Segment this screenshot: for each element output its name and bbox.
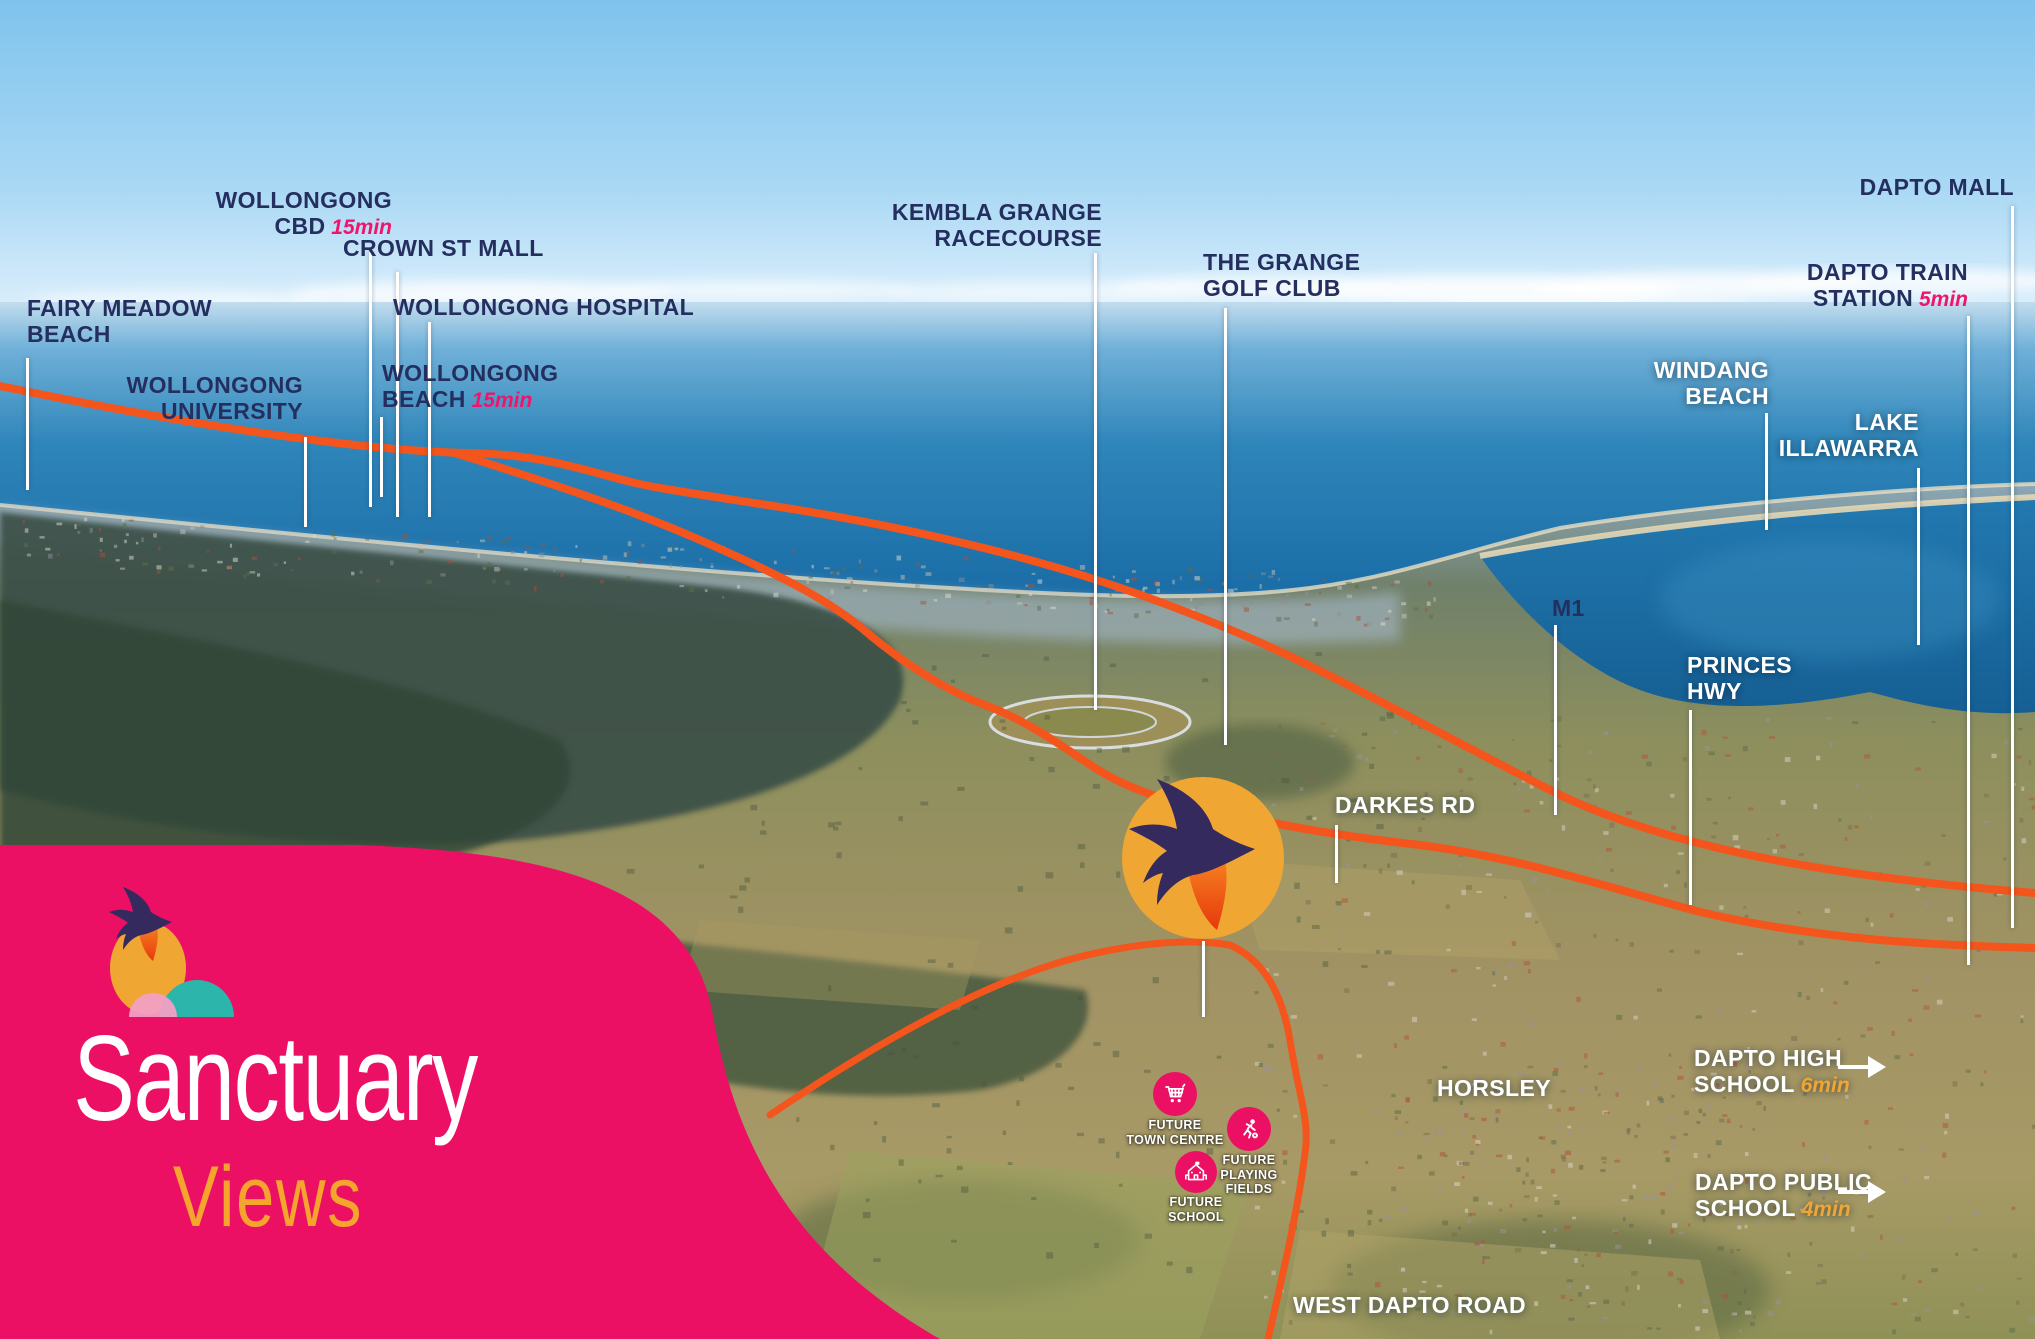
sanctuary-views-site — [1122, 777, 1284, 939]
leader-line-wollongong-cbd — [368, 252, 372, 507]
leader-line-the-grange-golf-club — [1223, 308, 1227, 745]
suburb-texture — [22, 517, 2035, 1335]
label-darkes-rd: DARKES RD — [1335, 792, 1476, 818]
leader-line-princes-hwy — [1688, 710, 1692, 905]
future-playing-fields — [1227, 1107, 1271, 1151]
brand-panel — [0, 845, 940, 1339]
field — [680, 920, 980, 1010]
leader-line-fairy-meadow-beach — [25, 358, 29, 490]
label-horsley: HORSLEY — [1437, 1075, 1551, 1101]
logo-pink-dome — [129, 993, 177, 1017]
label-m1: M1 — [1552, 595, 1585, 621]
future-town-centre — [1153, 1072, 1197, 1116]
travel-time: 6min — [1794, 1074, 1850, 1097]
foothill-forest — [0, 600, 571, 877]
logo-teal-dome — [160, 980, 234, 1017]
coastal-city-haze — [0, 508, 1400, 644]
leader-line-wollongong-university — [303, 437, 307, 527]
label-crown-st-mall: CROWN ST MALL — [343, 235, 544, 261]
logo-sun-circle — [110, 922, 186, 1014]
leader-line-dapto-train-station — [1966, 316, 1970, 965]
travel-time: 15min — [465, 389, 533, 412]
school-building-icon — [1185, 1161, 1207, 1181]
label-dapto-mall: DAPTO MALL — [1859, 174, 2014, 200]
road-m1-motorway — [0, 382, 2035, 897]
brand-subtitle: Views — [172, 1149, 364, 1245]
label-wollongong-hospital: WOLLONGONG HOSPITAL — [393, 294, 695, 320]
leader-line-m1 — [1553, 625, 1557, 815]
field — [800, 1150, 1250, 1339]
brand-title: Sanctuary — [73, 1010, 478, 1146]
road-west-dapto — [766, 938, 1310, 1339]
future-school — [1175, 1151, 1217, 1193]
leader-line-windang-beach — [1764, 413, 1768, 530]
direction-arrow-dapto-public-school — [1838, 1181, 1886, 1203]
leader-line-darkes-rd — [1334, 825, 1338, 883]
travel-time: 15min — [325, 216, 392, 239]
brand-logo-mark — [109, 887, 234, 1017]
sanctuary-bird-icon — [1129, 779, 1255, 905]
leader-line-crown-st-mall — [395, 272, 399, 517]
leader-line-wollongong-beach — [379, 417, 383, 497]
direction-arrow-dapto-high-school — [1838, 1056, 1886, 1078]
leader-line-wollongong-hospital — [427, 322, 431, 517]
leader-line-dapto-mall — [2010, 206, 2014, 928]
logo-bird-icon — [109, 887, 172, 950]
playing-person-icon — [1243, 1119, 1258, 1139]
travel-time: 4min — [1795, 1198, 1851, 1221]
leader-line-lake-illawarra — [1916, 468, 1920, 645]
field — [1280, 1230, 1720, 1339]
leader-line-kembla-grange-racecourse — [1093, 253, 1097, 710]
road-princes-highway — [451, 449, 2035, 952]
leader-line-sanctuary-views-site — [1201, 941, 1205, 1017]
coastline — [0, 482, 2035, 599]
travel-time: 5min — [1913, 288, 1968, 311]
field — [1230, 860, 1560, 960]
road-overlay — [0, 382, 2035, 1339]
lake-glint — [1660, 540, 2000, 660]
label-west-dapto-road: WEST DAPTO ROAD — [1293, 1292, 1527, 1318]
windang-sand-spit — [1479, 494, 2035, 559]
shopping-cart-icon — [1165, 1083, 1186, 1103]
logo-flame — [138, 926, 158, 961]
